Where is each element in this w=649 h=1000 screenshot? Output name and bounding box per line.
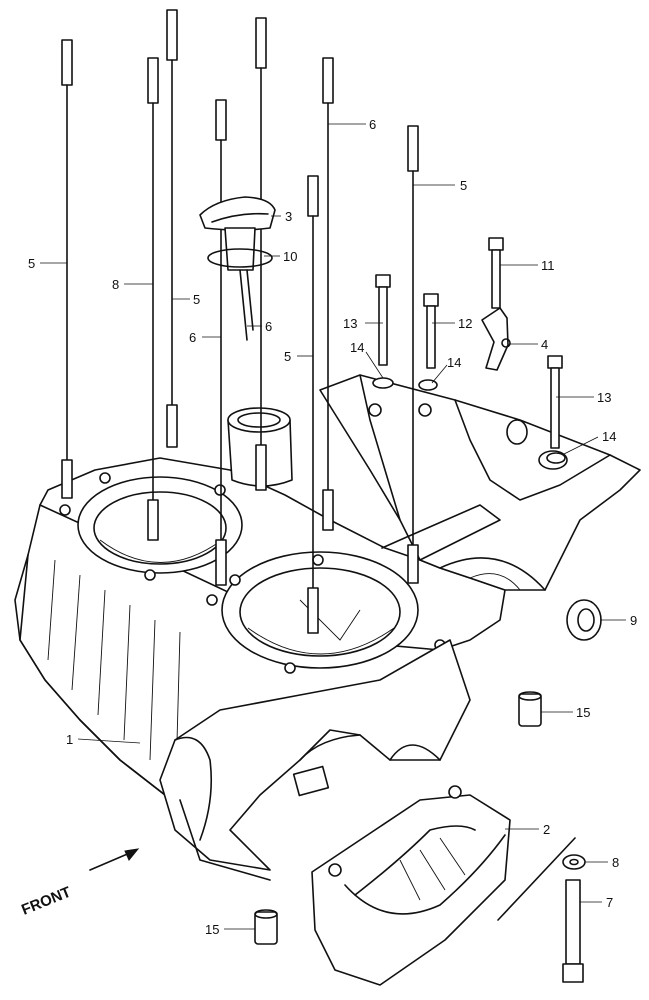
callout-9: 9 <box>630 613 637 628</box>
callout-5c: 5 <box>284 349 291 364</box>
callout-15a: 15 <box>576 705 590 720</box>
front-label: FRONT <box>19 884 73 919</box>
oil-filler-cap <box>199 196 276 341</box>
callout-2: 2 <box>543 822 550 837</box>
bolts-and-washers <box>372 237 566 464</box>
callout-11: 11 <box>541 258 555 273</box>
oil-seal <box>566 599 602 641</box>
callout-14c: 14 <box>602 429 616 444</box>
callout-3: 3 <box>285 209 292 224</box>
upper-crankcase <box>14 374 641 881</box>
callout-5d: 5 <box>460 178 467 193</box>
callout-6a: 6 <box>369 117 376 132</box>
callout-5a: 5 <box>28 256 35 271</box>
callout-12: 12 <box>458 316 472 331</box>
cylinder-studs <box>61 9 419 634</box>
callout-13a: 13 <box>343 316 357 331</box>
callout-1: 1 <box>66 732 73 747</box>
callout-14a: 14 <box>350 340 364 355</box>
callout-8a: 8 <box>112 277 119 292</box>
callout-15b: 15 <box>205 922 219 937</box>
callout-labels: 1 2 3 4 5 5 5 5 6 6 6 7 8 8 9 10 11 12 1… <box>28 117 637 937</box>
callout-6b: 6 <box>189 330 196 345</box>
o-ring <box>207 248 273 268</box>
callout-13b: 13 <box>597 390 611 405</box>
callout-4: 4 <box>541 337 548 352</box>
callout-7: 7 <box>606 895 613 910</box>
callout-8b: 8 <box>612 855 619 870</box>
callout-10: 10 <box>283 249 297 264</box>
callout-5b: 5 <box>193 292 200 307</box>
callout-6c: 6 <box>265 319 272 334</box>
bearing-cap <box>311 785 576 986</box>
front-direction-arrow: FRONT <box>19 848 140 919</box>
callout-14b: 14 <box>447 355 461 370</box>
leader-lines <box>40 123 626 930</box>
dowel-pins <box>254 691 542 945</box>
lower-bolt <box>562 854 586 983</box>
